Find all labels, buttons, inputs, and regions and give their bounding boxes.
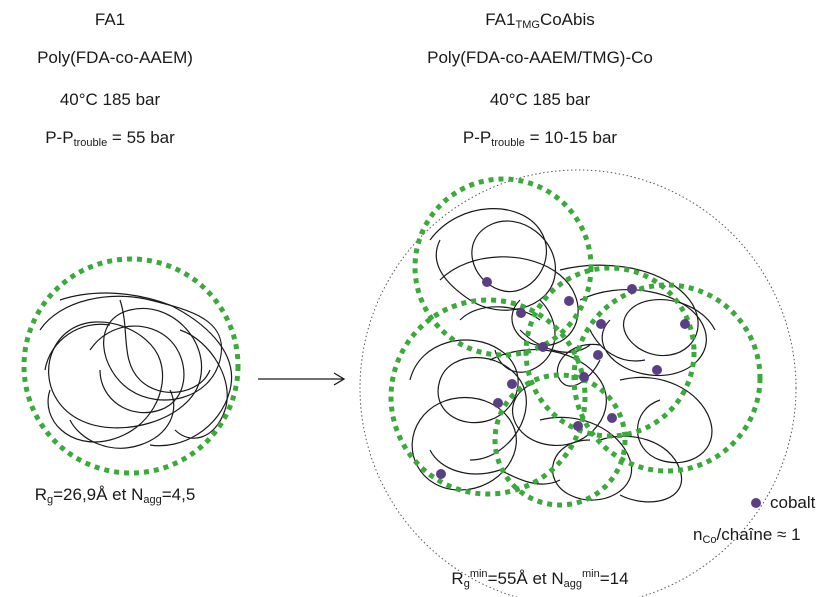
chain-circle-bottom-left xyxy=(388,297,588,497)
cobalt-dots xyxy=(436,277,690,479)
right-conditions: 40°C 185 bar xyxy=(489,90,591,109)
chain-circle-top-left xyxy=(412,176,594,358)
cobalt-dot xyxy=(538,342,548,352)
cobalt-dot xyxy=(627,284,637,294)
cobalt-dot xyxy=(593,350,603,360)
left-title: FA1 xyxy=(94,10,126,29)
cobalt-dot xyxy=(652,365,662,375)
cobalt-dot xyxy=(493,398,503,408)
cobalt-dot xyxy=(596,319,606,329)
cobalt-dot xyxy=(436,469,446,479)
right-pressure: P-Ptrouble = 10-15 bar xyxy=(462,128,618,149)
right-title: FA1TMGCoAbis xyxy=(485,10,595,31)
cobalt-dot xyxy=(507,379,517,389)
left-polymer-name: Poly(FDA-co-AAEM) xyxy=(37,48,193,67)
left-coil-dashed-circle xyxy=(21,256,241,476)
aggregate-boundary-circle xyxy=(359,169,797,597)
left-polymer-coil xyxy=(39,292,233,449)
cobalt-dot xyxy=(564,296,574,306)
legend-cobalt-label: cobalt xyxy=(770,493,816,512)
legend-ratio-label: nCo/chaîne ≈ 1 xyxy=(693,525,801,546)
left-conditions: 40°C 185 bar xyxy=(59,90,161,109)
legend-cobalt-dot xyxy=(751,498,761,508)
aggregate-chain-circles xyxy=(388,176,763,508)
right-radius-label: Rgmin=55Å et Naggmin=14 xyxy=(451,568,629,590)
transition-arrow xyxy=(258,372,346,386)
chain-circle-bottom xyxy=(492,372,628,508)
cobalt-dot xyxy=(607,413,617,423)
cobalt-dot xyxy=(482,277,492,287)
right-polymer-name: Poly(FDA-co-AAEM/TMG)-Co xyxy=(427,48,653,67)
left-pressure: P-Ptrouble = 55 bar xyxy=(45,128,175,149)
aggregate-polymer-coils xyxy=(409,208,716,503)
cobalt-dot xyxy=(579,372,589,382)
cobalt-dot xyxy=(680,319,690,329)
cobalt-dot xyxy=(516,308,526,318)
left-radius-label: Rg=26,9Å et Nagg=4,5 xyxy=(34,485,196,506)
chain-circle-center xyxy=(523,265,697,439)
cobalt-dot xyxy=(573,421,583,431)
chain-circle-bottom-right xyxy=(571,282,763,474)
